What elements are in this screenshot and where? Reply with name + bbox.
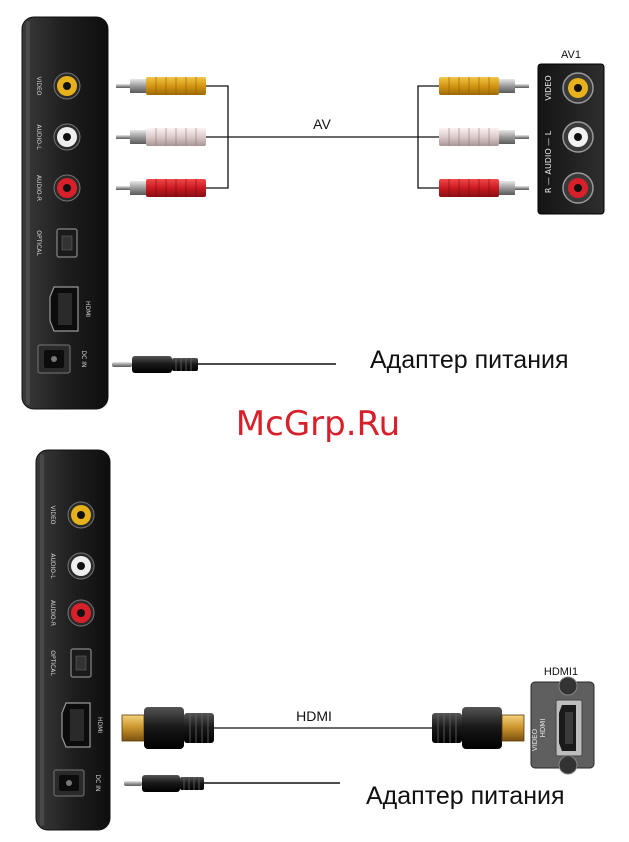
tv-hdmi1-panel: HDMI1 HDMI VIDEO	[531, 666, 594, 774]
top-diagram: VIDEO AUDIO-L AUDIO-R OPTICAL HDMI DC IN	[22, 17, 604, 409]
optical-port-bottom	[71, 649, 91, 677]
cable-label-av: AV	[313, 116, 331, 132]
label-dc-in: DC IN	[80, 351, 87, 368]
power-plug-top	[112, 356, 198, 373]
label-hdmi: HDMI	[84, 301, 91, 317]
optical-port	[57, 229, 77, 257]
power-label-bottom: Адаптер питания	[366, 782, 565, 810]
tv-label-video-side: VIDEO	[531, 728, 539, 751]
rca-plug-yellow-left	[116, 77, 206, 95]
hdmi-plug-right	[432, 707, 524, 749]
audio-r-jack-bottom	[68, 600, 94, 626]
label-audio-r-bottom: AUDIO-R	[49, 600, 56, 626]
media-player-bottom: VIDEO AUDIO-L AUDIO-R OPTICAL HDMI DC IN	[36, 450, 110, 830]
label-audio-l-bottom: AUDIO-L	[49, 553, 56, 579]
label-hdmi-bottom: HDMI	[96, 717, 103, 733]
rca-plug-red-left	[116, 179, 206, 197]
dc-in-port-bottom	[54, 770, 84, 796]
cable-label-hdmi: HDMI	[296, 708, 332, 724]
rca-plug-yellow-right	[439, 77, 529, 95]
dc-in-port	[38, 345, 70, 373]
media-player-top: VIDEO AUDIO-L AUDIO-R OPTICAL HDMI DC IN	[22, 17, 108, 409]
rca-plug-white-right	[439, 128, 529, 146]
label-audio-r: AUDIO-R	[35, 175, 42, 201]
label-audio-l: AUDIO-L	[35, 124, 42, 150]
rca-plug-red-right	[439, 179, 529, 197]
watermark: McGrp.Ru	[236, 404, 400, 444]
label-video-bottom: VIDEO	[49, 505, 56, 524]
power-label-top: Адаптер питания	[370, 346, 569, 374]
tv-panel-title-av1: AV1	[561, 49, 581, 61]
rca-plug-white-left	[116, 128, 206, 146]
tv-audio-l-jack	[563, 122, 593, 152]
tv-panel-title-hdmi1: HDMI1	[544, 666, 578, 678]
audio-r-jack	[54, 175, 80, 201]
video-jack-bottom	[68, 502, 94, 528]
tv-audio-r-jack	[563, 173, 593, 203]
hdmi-plug-left	[122, 707, 214, 749]
label-optical: OPTICAL	[35, 230, 42, 256]
label-dc-in-bottom: DC IN	[94, 775, 101, 792]
audio-l-jack	[54, 124, 80, 150]
hdmi-port-bottom	[62, 703, 90, 747]
video-jack	[54, 73, 80, 99]
tv-video-jack	[563, 73, 593, 103]
tv-label-audio: R — AUDIO — L	[544, 130, 553, 193]
bottom-diagram: VIDEO AUDIO-L AUDIO-R OPTICAL HDMI DC IN…	[36, 450, 594, 830]
tv-label-hdmi: HDMI	[539, 719, 547, 738]
audio-l-jack-bottom	[68, 553, 94, 579]
av-cable	[206, 86, 439, 188]
label-video: VIDEO	[35, 76, 42, 95]
power-plug-bottom	[124, 775, 204, 792]
tv-av1-panel: AV1 VIDEO R — AUDIO — L	[538, 49, 604, 214]
hdmi-port	[50, 287, 78, 331]
tv-label-video: VIDEO	[544, 75, 553, 100]
label-optical-bottom: OPTICAL	[49, 650, 56, 676]
